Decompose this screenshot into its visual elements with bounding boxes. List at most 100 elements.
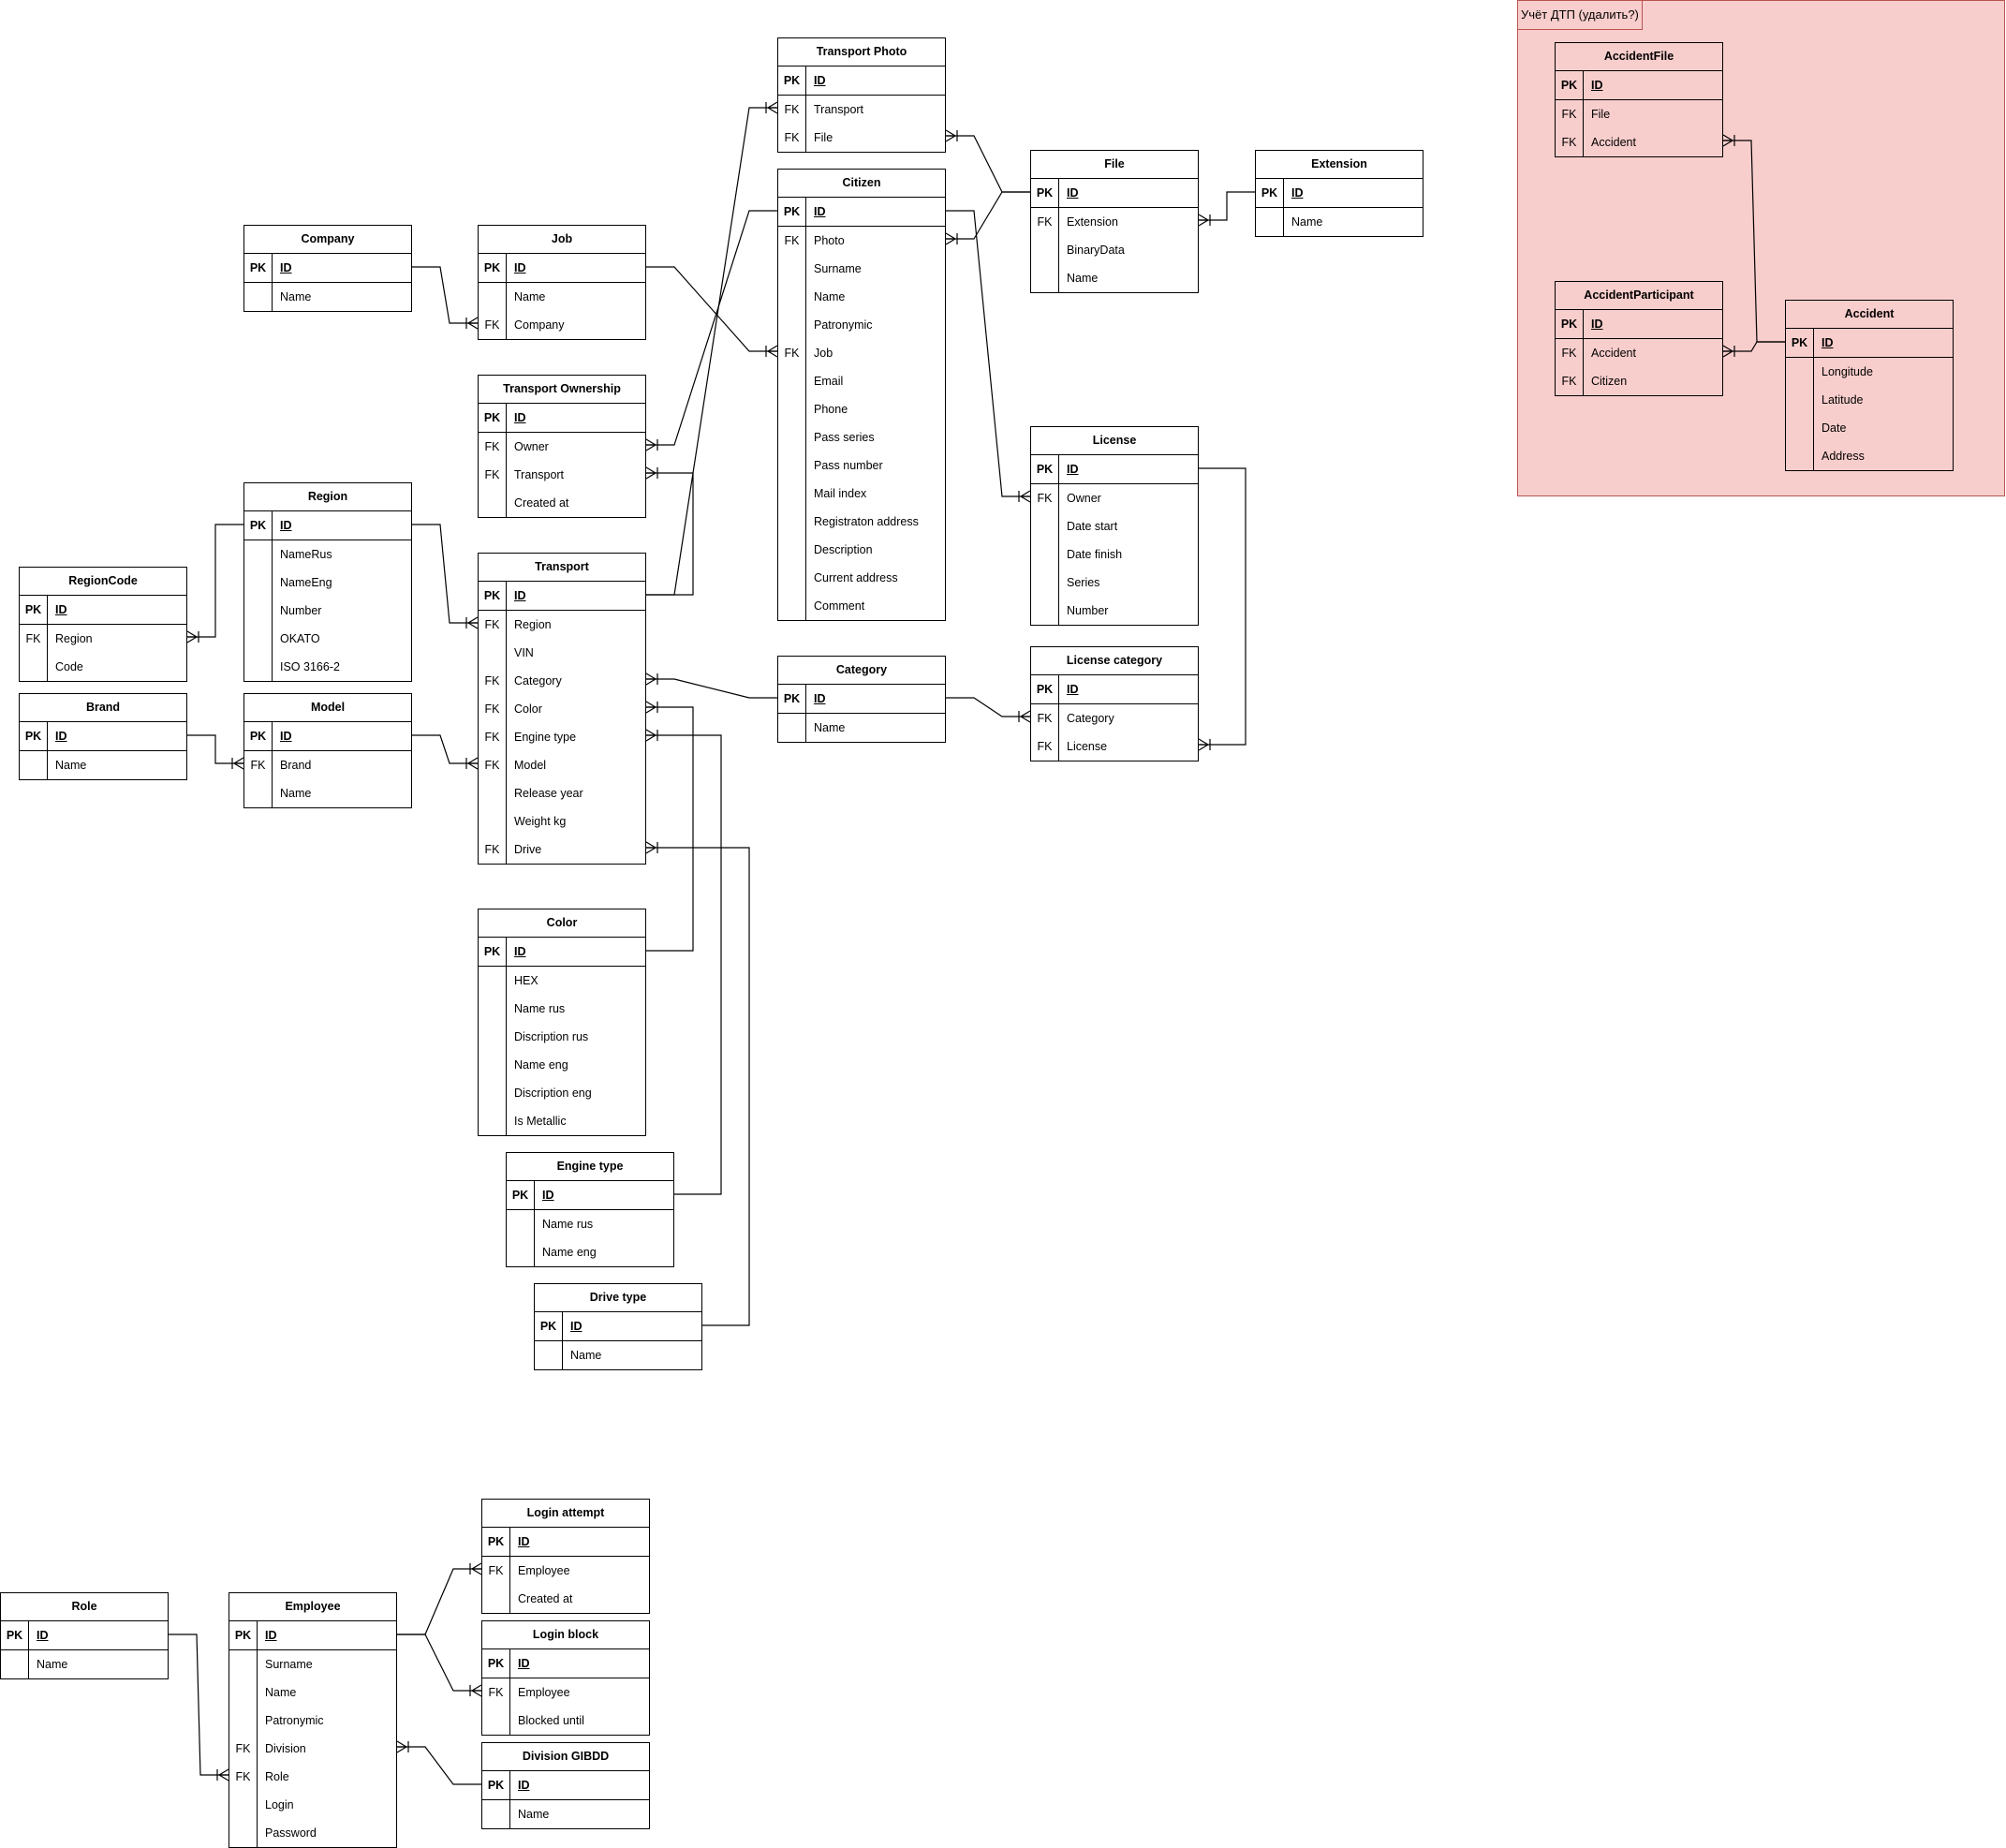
field-name: Name eng: [542, 1246, 597, 1259]
entity-title: Region: [244, 483, 411, 511]
crows-foot-marker: [945, 232, 958, 245]
field-name: ISO 3166-2: [280, 660, 340, 673]
relation-line: [946, 210, 1030, 497]
field-key: [1786, 414, 1814, 442]
field-name: Date finish: [1067, 548, 1123, 561]
field-key: [1786, 386, 1814, 414]
field-name: Phone: [814, 403, 848, 416]
field-key: PK: [244, 511, 273, 540]
field-row: OKATO: [244, 625, 411, 653]
field-name: Category: [1067, 712, 1114, 725]
field-key: FK: [479, 723, 507, 751]
field-name: Owner: [1067, 492, 1101, 505]
field-key: PK: [1031, 179, 1059, 207]
field-row: Name: [479, 283, 645, 311]
field-name: ID: [518, 1779, 530, 1792]
relation-line: [646, 734, 722, 1195]
crows-foot-marker: [465, 757, 479, 770]
field-name: NameRus: [280, 548, 332, 561]
field-key: FK: [1031, 484, 1059, 512]
field-name: File: [1591, 108, 1611, 121]
field-name: Name: [55, 759, 87, 772]
field-key: [1031, 569, 1059, 597]
field-key: PK: [1556, 310, 1584, 338]
field-key: [778, 255, 806, 283]
field-row: Surname: [229, 1650, 396, 1678]
crows-foot-marker: [396, 1740, 409, 1753]
field-name: Release year: [514, 787, 583, 800]
field-key: PK: [507, 1181, 535, 1209]
field-name: Name rus: [542, 1218, 594, 1231]
field-name: ID: [55, 730, 67, 743]
field-key: FK: [1031, 704, 1059, 732]
entity-title: AccidentFile: [1556, 43, 1722, 71]
field-name: Surname: [814, 262, 862, 275]
field-row: Is Metallic: [479, 1107, 645, 1135]
field-name: Brand: [280, 759, 312, 772]
field-name: Region: [514, 618, 552, 631]
field-name: Discription eng: [514, 1087, 592, 1100]
field-key: PK: [1256, 179, 1284, 207]
field-key: [778, 714, 806, 742]
field-name: ID: [814, 74, 826, 87]
field-name: ID: [542, 1189, 554, 1202]
relation-line: [646, 706, 694, 952]
entity-title: Transport: [479, 554, 645, 582]
field-row: Name: [778, 714, 945, 742]
field-key: FK: [244, 751, 273, 779]
field-key: FK: [1556, 367, 1584, 395]
field-key: FK: [479, 695, 507, 723]
field-row: Name rus: [479, 995, 645, 1023]
field-key: PK: [1786, 329, 1814, 357]
field-key: PK: [482, 1528, 510, 1556]
crows-foot-marker: [469, 1684, 482, 1697]
field-name: ID: [37, 1629, 49, 1642]
field-key: [479, 1079, 507, 1107]
field-name: Email: [814, 375, 844, 388]
field-row: Name: [1031, 264, 1198, 292]
field-name: Date: [1822, 421, 1847, 435]
relation-line: [946, 697, 1030, 717]
field-row: Password: [229, 1819, 396, 1847]
field-name: Role: [265, 1770, 289, 1783]
field-key: PK: [244, 722, 273, 750]
field-key: [778, 283, 806, 311]
field-row: Blocked until: [482, 1707, 649, 1735]
field-row: Pass series: [778, 423, 945, 451]
field-key: FK: [778, 96, 806, 124]
field-name: Name: [814, 721, 846, 734]
